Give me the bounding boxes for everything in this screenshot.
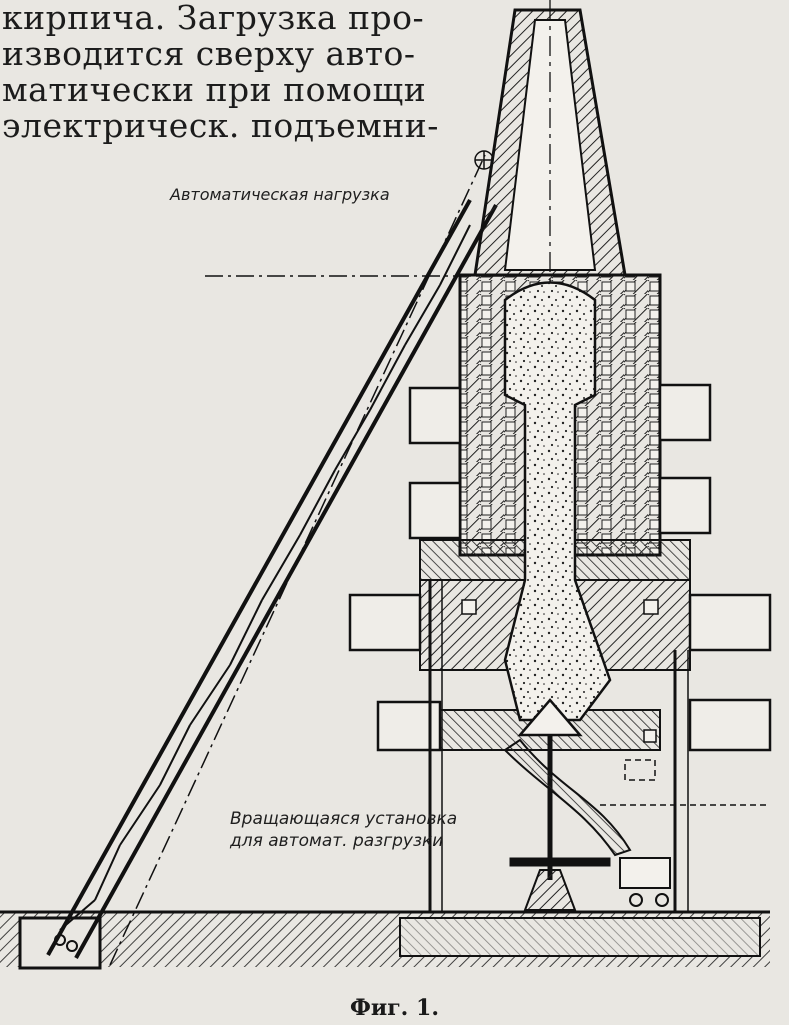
label-rotating-line2: для автомат. разгрузки xyxy=(230,831,444,851)
body-text: кирпича. Загрузка про- изводится сверху … xyxy=(2,0,439,145)
chimney xyxy=(473,0,627,880)
text-line: изводится сверху авто- xyxy=(2,34,416,73)
charge-column xyxy=(503,281,612,722)
ground xyxy=(0,910,770,970)
inclined-hoist xyxy=(46,150,540,966)
label-rotating-line1: Вращающаяся установка xyxy=(230,809,458,829)
figure-caption: Фиг. 1. xyxy=(350,995,439,1021)
discharge-assembly xyxy=(428,580,770,912)
label-auto-loading: Автоматическая нагрузка xyxy=(170,185,390,204)
side-beams xyxy=(348,383,772,752)
label-rotating-unloader: Вращающаяся установка для автомат. разгр… xyxy=(230,808,457,852)
text-line: кирпича. Загрузка про- xyxy=(2,0,425,37)
text-line: матически при помощи xyxy=(2,70,427,109)
text-line: электрическ. подъемни- xyxy=(2,106,439,145)
